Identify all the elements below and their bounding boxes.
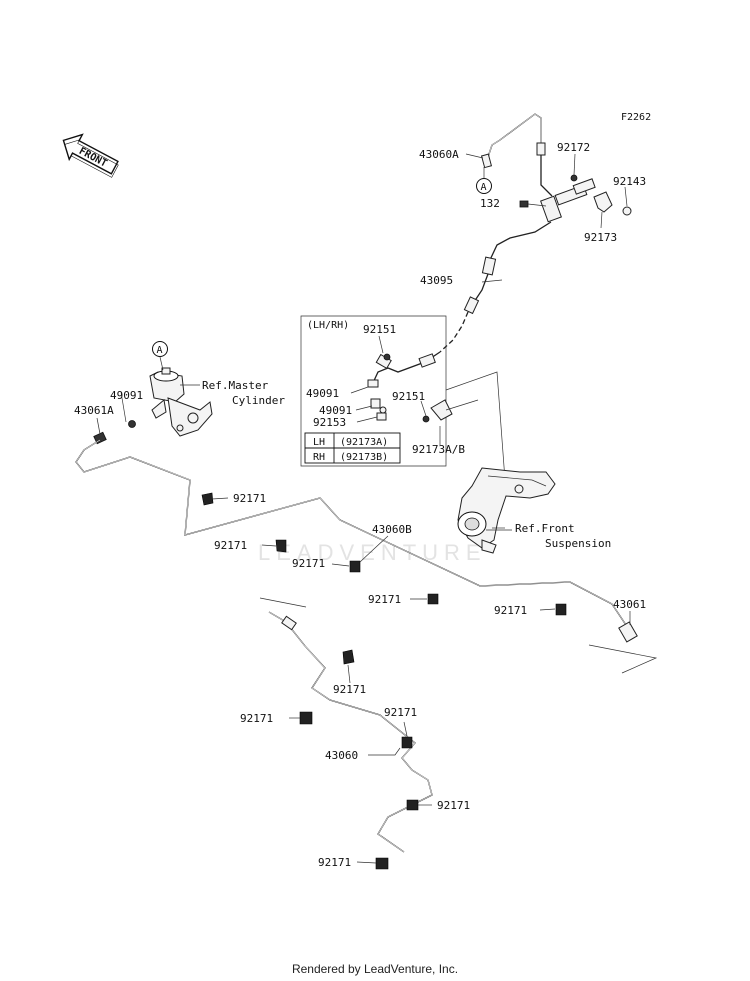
break-marker-left <box>259 597 307 608</box>
label-92171-e: 92171 <box>494 604 527 617</box>
ref-master-cylinder-line1: Ref.Master <box>202 379 269 392</box>
part-number-labels: 43060A 92172 92143 132 92173 43095 92151… <box>74 141 646 869</box>
table-side-lh: LH <box>313 437 325 448</box>
inset-title: (LH/RH) <box>307 320 349 331</box>
label-92171-f: 92171 <box>333 683 366 696</box>
label-49091-inset-2: 49091 <box>319 404 352 417</box>
ref-front-suspension-line2: Suspension <box>545 537 611 550</box>
reference-notes: Ref.Master Cylinder Ref.Front Suspension <box>202 379 611 550</box>
upper-brake-line-assembly <box>439 113 632 353</box>
inset-leader-line-2 <box>445 399 479 411</box>
callout-a-letter-master: A <box>157 345 163 356</box>
figure-code: F2262 <box>621 112 651 123</box>
label-92143: 92143 <box>613 175 646 188</box>
front-knuckle <box>457 467 556 554</box>
label-92171-g: 92171 <box>240 712 273 725</box>
ref-front-suspension-line1: Ref.Front <box>515 522 575 535</box>
table-side-rh: RH <box>313 452 325 463</box>
label-92171-i: 92171 <box>437 799 470 812</box>
lh-rh-table: LH (92173A) RH (92173B) <box>304 432 401 464</box>
callout-a-letter-upper: A <box>481 182 487 193</box>
table-part-lh: (92173A) <box>340 437 388 448</box>
label-92171-j: 92171 <box>318 856 351 869</box>
label-92171-b: 92171 <box>214 539 247 552</box>
front-direction-arrow: FRONT <box>62 133 119 178</box>
brake-line-43060 <box>268 611 433 853</box>
label-43095: 43095 <box>420 274 453 287</box>
ref-master-cylinder-line2: Cylinder <box>232 394 285 407</box>
label-92171-d: 92171 <box>368 593 401 606</box>
label-43060: 43060 <box>325 749 358 762</box>
label-43060B: 43060B <box>372 523 412 536</box>
callout-a-upper: A <box>476 167 492 194</box>
label-49091-inset-1: 49091 <box>306 387 339 400</box>
label-43061A: 43061A <box>74 404 114 417</box>
label-92173A-B: 92173A/B <box>412 443 465 456</box>
label-92171-c: 92171 <box>292 557 325 570</box>
clamp-clips <box>201 492 567 870</box>
label-92151-bottom: 92151 <box>392 390 425 403</box>
label-92171-a: 92171 <box>233 492 266 505</box>
label-43061: 43061 <box>613 598 646 611</box>
label-92153: 92153 <box>313 416 346 429</box>
label-leader-lines <box>96 153 631 864</box>
label-92172: 92172 <box>557 141 590 154</box>
master-cylinder <box>93 367 213 445</box>
label-92171-h: 92171 <box>384 706 417 719</box>
label-92151-top: 92151 <box>363 323 396 336</box>
table-part-rh: (92173B) <box>340 452 388 463</box>
label-92173: 92173 <box>584 231 617 244</box>
label-132: 132 <box>480 197 500 210</box>
inset-leader-lines <box>445 371 506 481</box>
callout-a-master: A <box>152 341 168 371</box>
label-43060A: 43060A <box>419 148 459 161</box>
footer-credit: Rendered by LeadVenture, Inc. <box>291 962 459 976</box>
label-49091-master: 49091 <box>110 389 143 402</box>
watermark-text: LEADVENTURE <box>258 540 487 565</box>
brake-line-43060b <box>75 439 638 643</box>
break-marker-right <box>588 644 658 674</box>
inset-lh-rh-detail: (LH/RH) LH (92173A) RH (92173B) <box>300 315 453 467</box>
